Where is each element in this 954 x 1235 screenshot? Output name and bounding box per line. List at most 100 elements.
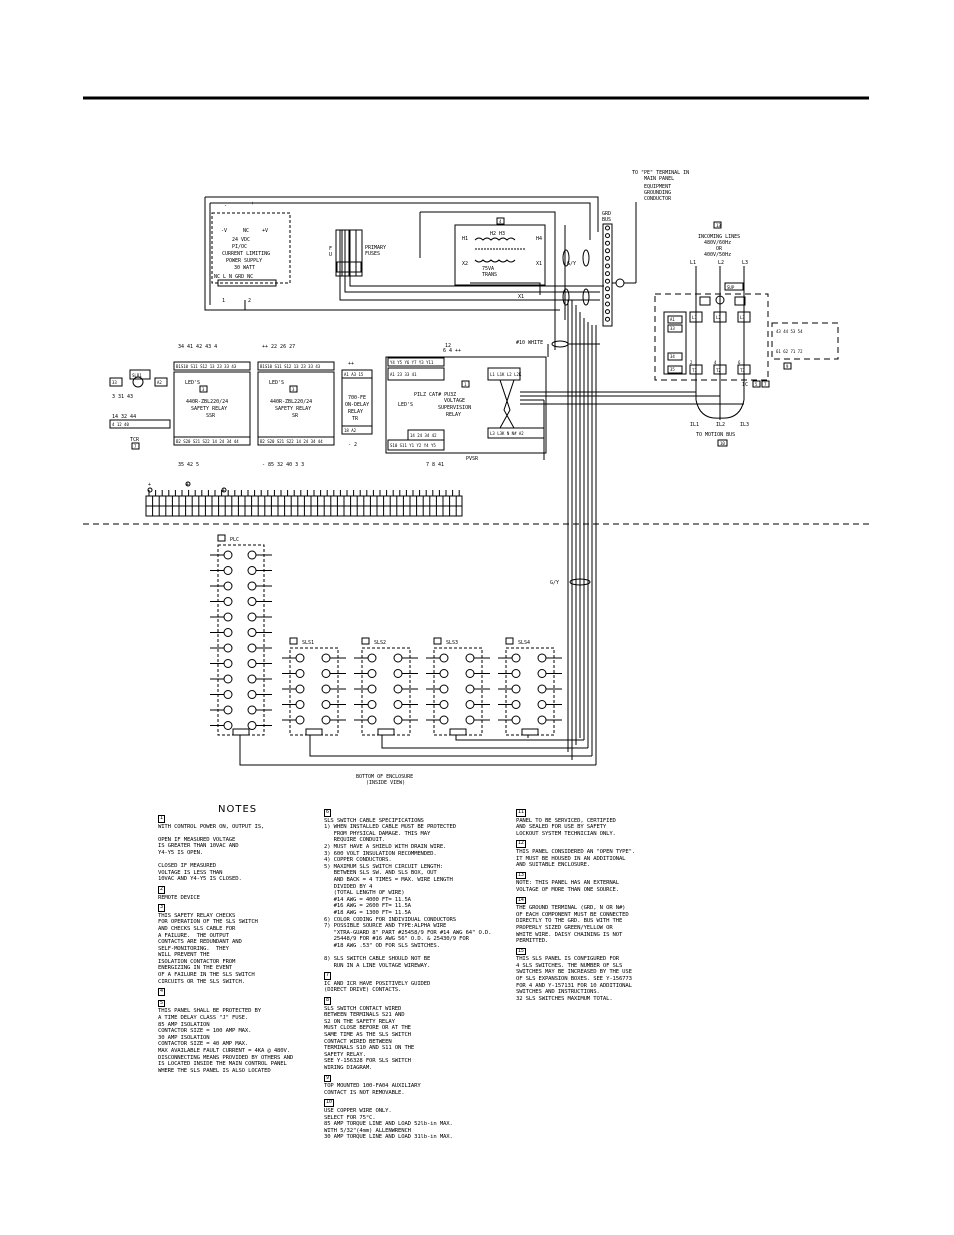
svg-text:33: 33 xyxy=(112,380,117,385)
plc-block: PLC xyxy=(210,534,272,736)
ssr-label-1: 440R-ZBL220/24 xyxy=(186,399,228,405)
svg-text:L1: L1 xyxy=(690,260,696,266)
svg-text:4: 4 xyxy=(714,360,717,365)
ssr-block: 34 41 42 43 4 B1S10 S11 S12 13 23 33 43 … xyxy=(173,344,251,468)
pe-label-1: TO "PE" TERMINAL IN xyxy=(632,170,689,176)
white-wire-label: #10 WHITE xyxy=(516,340,543,346)
pilz-block: 12 6 4 ++ Y4 Y5 Y6 Y7 Y3 Y11 A1 23 33 41… xyxy=(385,340,600,468)
svg-text:7: 7 xyxy=(134,444,137,449)
svg-text:X1: X1 xyxy=(536,261,542,267)
note-number: 12 xyxy=(516,840,526,848)
svg-text:B2 S20 S21 S22 14 24 34 44: B2 S20 S21 S22 14 24 34 44 xyxy=(176,439,239,444)
note-number: 6 xyxy=(324,809,331,817)
note-number: 2 xyxy=(158,885,165,894)
tr-label-2: ON-DELAY xyxy=(345,402,369,408)
svg-text:RELAY: RELAY xyxy=(348,409,363,415)
note-number: 13 xyxy=(516,871,526,880)
note-number: 8 xyxy=(324,997,331,1005)
note-text: USE COPPER WIRE ONLY. SELECT FOR 75°C. 8… xyxy=(324,1107,453,1141)
svg-text:2: 2 xyxy=(248,298,251,304)
svg-text:18 A2: 18 A2 xyxy=(344,428,357,433)
svg-text:A1 23 33 41: A1 23 33 41 xyxy=(390,372,417,377)
svg-text:SLR1: SLR1 xyxy=(132,373,142,378)
note-text: TOP MOUNTED 100-FA04 AUXILIARY CONTACT I… xyxy=(324,1083,421,1096)
svg-text:9: 9 xyxy=(786,364,789,369)
svg-text:35 42 5: 35 42 5 xyxy=(178,462,199,468)
note-text: THIS SLS PANEL IS CONFIGURED FOR 4 SLS S… xyxy=(516,956,632,1002)
svg-text:12: 12 xyxy=(445,343,451,349)
fuse-label-2: FUSES xyxy=(365,251,380,257)
svg-text:- 85 32 40 3 3: - 85 32 40 3 3 xyxy=(262,462,304,468)
note-text: WITH CONTROL POWER ON, OUTPUT IS, OPEN I… xyxy=(158,823,265,883)
note-text: SLS SWITCH CONTACT WIRED BETWEEN TERMINA… xyxy=(324,1005,415,1071)
sr-label-2: SAFETY RELAY xyxy=(275,406,311,412)
svg-text:L3: L3 xyxy=(742,260,748,266)
pe-label-3: EQUIPMENT xyxy=(644,184,671,190)
note-text: THIS SAFETY RELAY CHECKS FOR OPERATION O… xyxy=(158,912,258,985)
grd-bus-label-2: BUS xyxy=(602,217,611,223)
svg-text:-: - xyxy=(224,203,227,209)
ssr-label-2: SAFETY RELAY xyxy=(191,406,227,412)
tr-label-1: 700-FE xyxy=(348,395,366,401)
sls-block-3: SLS3 xyxy=(426,637,490,736)
svg-text:14 32 44: 14 32 44 xyxy=(112,414,136,420)
sls-block-1: SLS1 xyxy=(282,637,346,736)
bottom-enclosure-label-1: BOTTOM OF ENCLOSURE xyxy=(356,774,413,780)
note-text: NOTE: THIS PANEL HAS AN EXTERNAL VOLTAGE… xyxy=(516,880,619,893)
ssr-label-3: SSR xyxy=(206,413,216,419)
pe-label-5: CONDUCTOR xyxy=(644,196,672,202)
bus-wires: G/Y BOTTOM OF ENCLOSURE (INSIDE VIEW) xyxy=(239,300,597,786)
note-number: 14 xyxy=(516,896,526,905)
svg-text:1: 1 xyxy=(222,298,225,304)
tr-label-3: TR xyxy=(352,416,359,422)
sls-block-2: SLS2 xyxy=(354,637,418,736)
svg-text:T1: T1 xyxy=(692,368,697,373)
svg-text:- 2: - 2 xyxy=(348,442,357,448)
svg-text:X1: X1 xyxy=(518,294,524,300)
svg-text:IC: IC xyxy=(742,382,748,388)
terminal-strip: +++ xyxy=(145,481,463,517)
ps-label-4: 30 WATT xyxy=(234,265,255,271)
fuse-label-1: PRIMARY xyxy=(365,245,386,251)
note-number: 1 xyxy=(158,815,165,823)
svg-text:B1S10 S11 S12 13 23 33 43: B1S10 S11 S12 13 23 33 43 xyxy=(260,364,321,369)
svg-text:34: 34 xyxy=(670,354,675,359)
svg-text:7 8 41: 7 8 41 xyxy=(426,462,444,468)
note-text: THIS PANEL CONSIDERED AN "OPEN TYPE". IT… xyxy=(516,848,636,869)
svg-text:LED'S: LED'S xyxy=(269,380,284,386)
svg-text:61 62 71 72: 61 62 71 72 xyxy=(776,349,803,354)
svg-text:IL3: IL3 xyxy=(740,422,749,428)
svg-text:4 12 40: 4 12 40 xyxy=(112,422,129,427)
note-number: 4 xyxy=(158,988,165,996)
gy-upper: G/Y xyxy=(562,249,590,306)
svg-text:13: 13 xyxy=(716,223,721,228)
note-text: REMOTE DEVICE xyxy=(158,894,200,901)
sr-label-1: 440R-ZBL220/24 xyxy=(270,399,312,405)
svg-text:L2: L2 xyxy=(716,315,721,320)
svg-text:U: U xyxy=(329,252,332,258)
fuse-block: PRIMARY FUSES FU xyxy=(329,229,386,277)
note-number: 9 xyxy=(324,1074,331,1083)
svg-text:++: ++ xyxy=(348,361,354,367)
svg-text:3: 3 xyxy=(292,387,295,392)
svg-text:6 4 ++: 6 4 ++ xyxy=(443,348,461,354)
svg-text:F: F xyxy=(329,246,332,252)
pilz-label-2: VOLTAGE xyxy=(444,398,465,404)
svg-text:++ 22 26 27: ++ 22 26 27 xyxy=(262,344,295,350)
grd-bus-label-1: GRD xyxy=(602,211,611,217)
sr-label-3: SR xyxy=(292,413,299,419)
ps-label-2: CURRENT LIMITING xyxy=(222,251,270,257)
sls-block-3-title: SLS3 xyxy=(446,640,458,646)
svg-text:H2 H3: H2 H3 xyxy=(490,231,505,237)
svg-text:L2: L2 xyxy=(718,260,724,266)
svg-text:+: + xyxy=(186,482,189,488)
note-number: 10 xyxy=(324,1099,334,1107)
svg-text:PI/OC: PI/OC xyxy=(232,244,247,250)
incoming-label-2: 480V/60Hz xyxy=(704,240,731,246)
incoming-label-4: 400V/50Hz xyxy=(704,252,731,258)
svg-text:T3: T3 xyxy=(740,368,745,373)
svg-text:35: 35 xyxy=(670,367,675,372)
sls-block-1-title: SLS1 xyxy=(302,640,314,646)
svg-text:B1S10 S11 S12 13 23 33 43: B1S10 S11 S12 13 23 33 43 xyxy=(176,364,237,369)
